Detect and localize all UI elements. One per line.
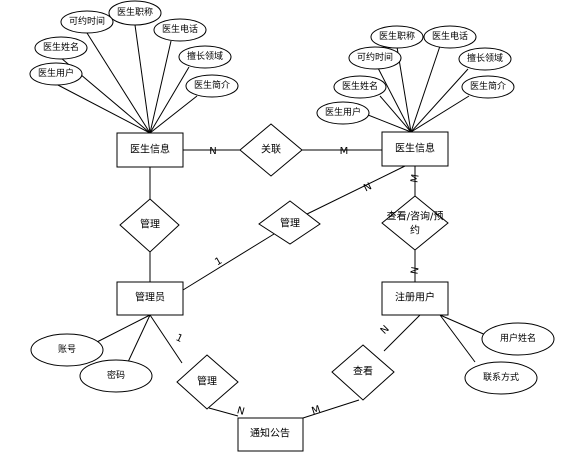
entity-registered-user: 注册用户 <box>381 281 449 316</box>
card-user-notice-view: N <box>379 324 392 337</box>
attr-label: 擅长领域 <box>187 50 223 62</box>
attr-label: 可约时间 <box>69 15 105 27</box>
entity-label: 医生信息 <box>130 143 170 156</box>
relationship-view: 查看 <box>331 344 395 401</box>
edge-left-title <box>134 24 151 134</box>
attr-left-intro: 医生简介 <box>185 74 239 98</box>
edge-view-notice <box>302 399 360 419</box>
card-related-left: N <box>209 146 216 157</box>
attr-label: 联系方式 <box>483 371 519 383</box>
attr-label: 医生职称 <box>379 30 415 42</box>
attr-user-contact: 联系方式 <box>464 361 538 395</box>
edge-right-name <box>379 95 412 133</box>
edge-left-time <box>86 32 151 134</box>
attr-label: 密码 <box>107 369 125 381</box>
attr-left-phone: 医生电话 <box>153 18 207 42</box>
attr-left-time: 可约时间 <box>60 10 114 34</box>
relationship-label: 管理 <box>140 218 160 231</box>
edge-left-intro <box>149 95 198 134</box>
edge-user-contact <box>439 314 476 363</box>
relationship-label: 关联 <box>261 143 281 156</box>
entity-label: 通知公告 <box>250 427 290 440</box>
attr-right-intro: 医生简介 <box>461 75 515 99</box>
relationship-label: 管理 <box>197 375 217 388</box>
attr-right-phone: 医生电话 <box>423 25 477 49</box>
attr-label: 账号 <box>58 344 76 355</box>
edge-left-field <box>149 66 190 134</box>
attr-label: 医生姓名 <box>342 80 378 92</box>
attr-left-user: 医生用户 <box>29 62 83 86</box>
attr-label: 医生用户 <box>38 67 74 79</box>
entity-label: 注册用户 <box>395 291 435 304</box>
attr-right-field: 擅长领域 <box>458 47 512 71</box>
entity-admin: 管理员 <box>116 281 184 316</box>
relationship-label-line1: 查看/咨询/预 <box>387 210 444 223</box>
entity-notice: 通知公告 <box>237 417 304 452</box>
attr-label: 医生职称 <box>117 6 153 18</box>
attr-user-name: 用户姓名 <box>481 322 555 356</box>
entity-doctor-info-left: 医生信息 <box>116 132 184 168</box>
relationship-label-line2: 约 <box>410 224 420 237</box>
edge-manage-adminline <box>182 233 275 291</box>
card-related-right: M <box>340 146 349 157</box>
attr-label: 医生姓名 <box>43 41 79 53</box>
attr-right-time: 可约时间 <box>348 46 402 70</box>
relationship-manage-bottom: 管理 <box>176 354 239 410</box>
relationship-label: 查看 <box>353 365 373 378</box>
attr-admin-password: 密码 <box>79 359 153 393</box>
attr-label: 医生简介 <box>194 79 230 91</box>
card-admin-notice: 1 <box>174 332 184 345</box>
attr-left-name: 医生姓名 <box>34 36 88 60</box>
attr-right-title: 医生职称 <box>370 25 424 49</box>
attr-label: 可约时间 <box>357 51 393 63</box>
relationship-view-consult-book: 查看/咨询/预 约 <box>381 195 449 251</box>
edge-right-intro <box>410 95 470 133</box>
attr-left-field: 擅长领域 <box>178 45 232 69</box>
relationship-manage-mid: 管理 <box>258 200 321 245</box>
edge-left-user <box>55 83 151 134</box>
cardinalities: N M N 1 M N 1 N M N <box>174 146 422 418</box>
edge-admin-manage <box>149 314 183 364</box>
attr-label: 医生电话 <box>162 23 198 35</box>
relationship-label: 管理 <box>280 217 300 230</box>
edge-admin-account <box>94 314 151 344</box>
edge-right-user <box>362 112 412 133</box>
edges <box>55 24 489 419</box>
edge-admin-password <box>127 314 151 363</box>
attr-label: 医生用户 <box>325 106 361 118</box>
attr-right-name: 医生姓名 <box>333 75 387 99</box>
attr-label: 擅长领域 <box>467 52 503 64</box>
attr-left-title: 医生职称 <box>108 0 162 26</box>
entity-label: 管理员 <box>135 291 165 304</box>
edge-left-phone <box>149 40 172 134</box>
entity-doctor-info-right: 医生信息 <box>381 131 449 167</box>
card-admin-manage: 1 <box>213 255 224 268</box>
edge-manage-notice <box>208 407 239 417</box>
edge-right-phone <box>410 45 441 133</box>
card-rightdoc-view: M <box>409 173 421 183</box>
card-rightdoc-admin: N <box>362 181 374 194</box>
relationship-manage-left: 管理 <box>119 198 180 253</box>
entity-label: 医生信息 <box>395 142 435 155</box>
card-user-view: N <box>409 266 421 275</box>
edge-right-field <box>410 68 469 133</box>
attr-label: 用户姓名 <box>500 332 536 344</box>
edge-user-view <box>383 314 421 352</box>
attr-label: 医生简介 <box>470 80 506 92</box>
card-notice-admin: N <box>236 405 246 418</box>
card-notice-user: M <box>310 404 322 417</box>
relationship-related: 关联 <box>239 123 303 177</box>
edge-right-time <box>377 67 412 133</box>
edge-rightdoc-manage <box>304 165 406 216</box>
attr-admin-account: 账号 <box>30 333 104 367</box>
attr-right-user: 医生用户 <box>316 101 370 125</box>
edge-user-name <box>439 314 489 337</box>
attr-label: 医生电话 <box>432 30 468 42</box>
